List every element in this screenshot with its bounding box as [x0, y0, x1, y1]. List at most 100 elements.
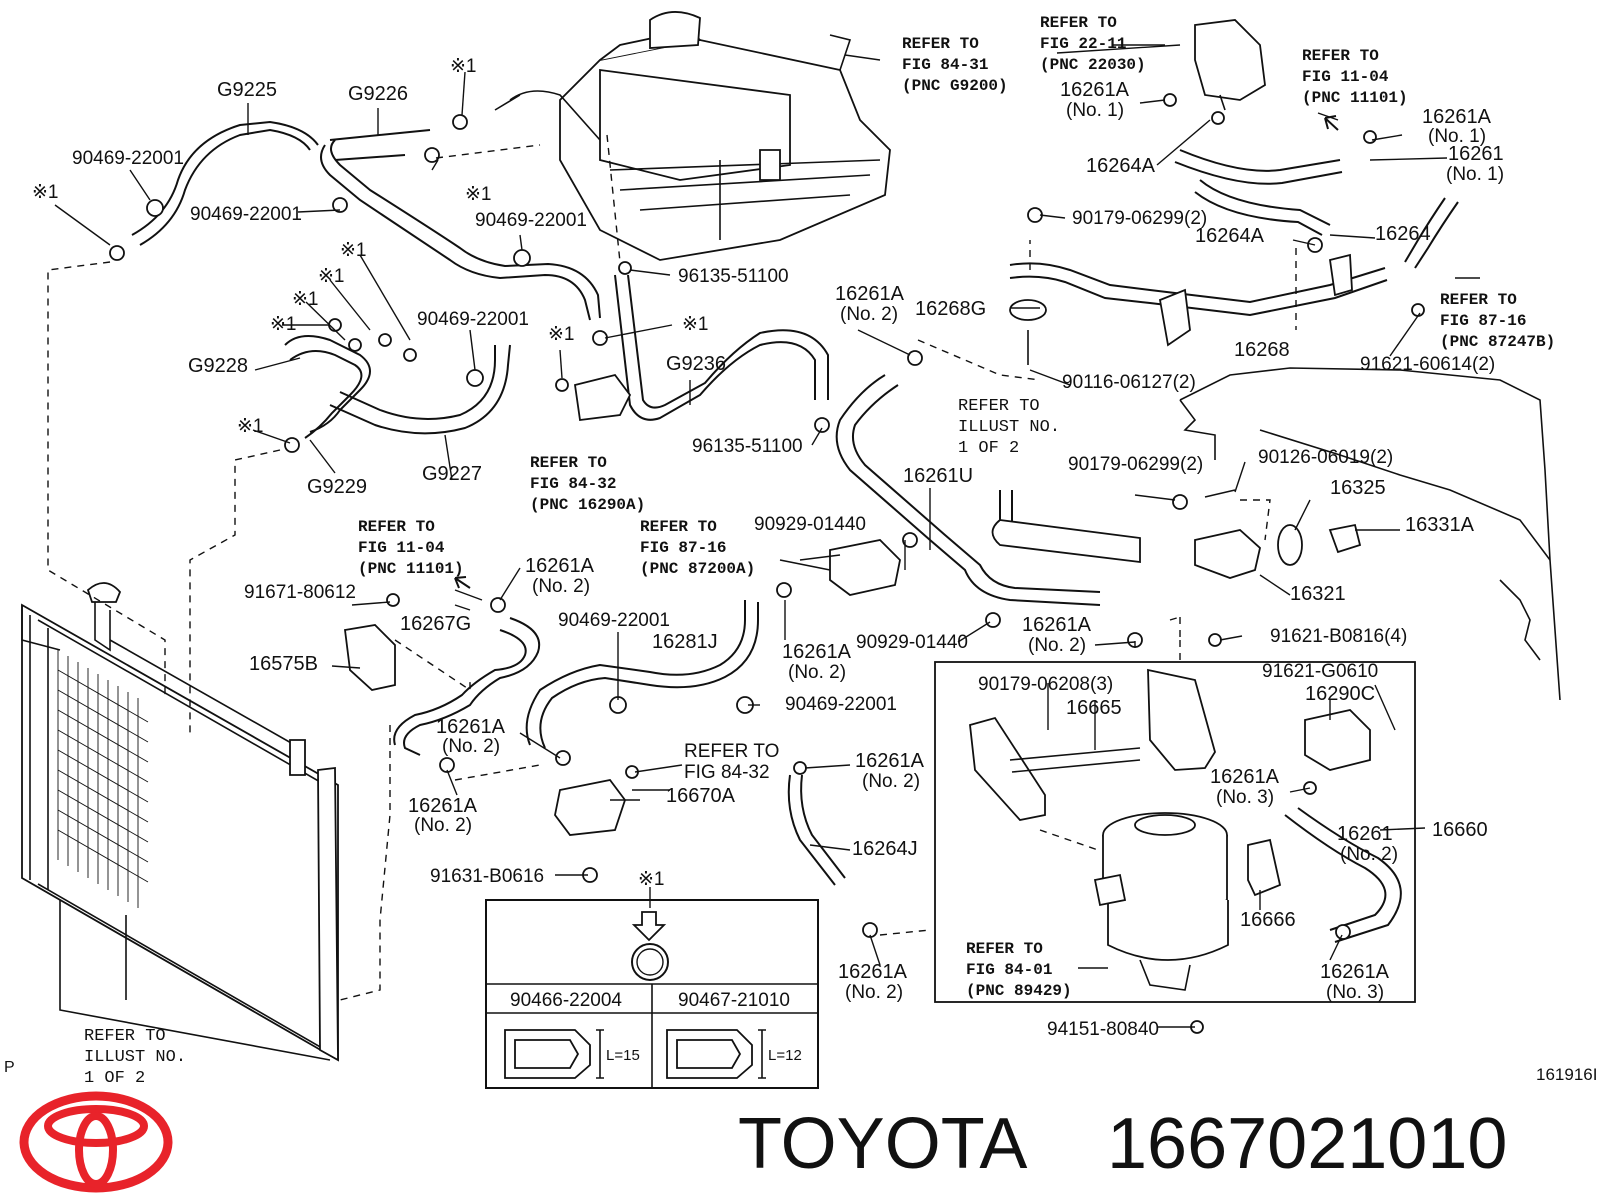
- ref11-l3: 1 OF 2: [84, 1069, 145, 1088]
- reference-dashed-lines: [47, 134, 1297, 1001]
- ref1-l1: REFER TO: [902, 35, 979, 53]
- label-90179-c: 90179-06208(3): [978, 674, 1113, 695]
- toyota-logo: [19, 1091, 173, 1193]
- ref8-l2: FIG 87-16: [640, 539, 726, 557]
- brand-name: TOYOTA: [738, 1104, 1027, 1184]
- label-no2-c: (No. 2): [532, 576, 590, 597]
- label-16264a-2: 16264A: [1195, 225, 1265, 247]
- label-g9226: G9226: [348, 83, 408, 105]
- label-16261a-no1-a: 16261A: [1060, 79, 1130, 101]
- label-16666: 16666: [1240, 909, 1296, 931]
- ref5-l2: ILLUST NO.: [958, 418, 1060, 437]
- ref3-l3: (PNC 11101): [1302, 89, 1408, 107]
- hose-lines: [131, 120, 1459, 943]
- ref1-l2: FIG 84-31: [902, 56, 988, 74]
- label-16261a-no1-b: 16261A: [1422, 106, 1492, 128]
- label-96135-a: 96135-51100: [678, 266, 789, 287]
- label-no3-a: (No. 3): [1216, 787, 1274, 808]
- label-no2-d: (No. 2): [788, 662, 846, 683]
- ref9-l2: FIG 84-32: [684, 762, 770, 783]
- label-90469-b: 90469-22001: [190, 204, 302, 225]
- label-90469-d: 90469-22001: [417, 309, 529, 330]
- label-91621-a: 91621-60614(2): [1360, 354, 1495, 375]
- label-16670a: 16670A: [666, 785, 736, 807]
- label-16261-no2: 16261: [1337, 823, 1393, 845]
- label-91621-b: 91621-B0816(4): [1270, 626, 1407, 647]
- label-16264a-1: 16264A: [1086, 155, 1156, 177]
- label-91671: 91671-80612: [244, 582, 356, 603]
- label-no2-b: (No. 2): [1028, 635, 1086, 656]
- reserve-tank-illustration: [494, 11, 891, 261]
- label-g9236: G9236: [666, 353, 726, 375]
- label-x1-a: ※1: [450, 56, 477, 77]
- label-16261a-no2-c: 16261A: [525, 555, 595, 577]
- leader-lines: [54, 44, 1480, 1028]
- label-x1-d: ※1: [340, 240, 367, 261]
- ref4-l1: REFER TO: [1440, 291, 1517, 309]
- radiator-illustration: [21, 582, 339, 1062]
- label-16281j: 16281J: [652, 631, 718, 653]
- label-x1-f: ※1: [292, 289, 319, 310]
- ref10-l1: REFER TO: [966, 940, 1043, 958]
- label-90469-c: 90469-22001: [475, 210, 587, 231]
- ref8-l1: REFER TO: [640, 518, 717, 536]
- label-no2-f: (No. 2): [414, 815, 472, 836]
- label-no2-h: (No. 2): [845, 982, 903, 1003]
- label-91631: 91631-B0616: [430, 866, 544, 887]
- label-94151: 94151-80840: [1047, 1019, 1159, 1040]
- label-x1-b: ※1: [32, 182, 59, 203]
- label-g9227: G9227: [422, 463, 482, 485]
- ref6-l2: FIG 84-32: [530, 475, 616, 493]
- label-16325: 16325: [1330, 477, 1386, 499]
- part-number: 1667021010: [1107, 1104, 1507, 1184]
- label-16575b: 16575B: [249, 653, 318, 675]
- ref10-l3: (PNC 89429): [966, 982, 1072, 1000]
- corner-mark: P: [4, 1059, 15, 1076]
- label-16261-no1: 16261: [1448, 143, 1504, 165]
- label-16321: 16321: [1290, 583, 1346, 605]
- label-16660: 16660: [1432, 819, 1488, 841]
- label-91621-c: 91621-G0610: [1262, 661, 1378, 682]
- label-90929-b: 90929-01440: [856, 632, 968, 653]
- label-no2-g: (No. 2): [862, 771, 920, 792]
- ref6-l1: REFER TO: [530, 454, 607, 472]
- label-no2-i: (No. 2): [1340, 844, 1398, 865]
- label-96135-b: 96135-51100: [692, 436, 803, 457]
- label-90469-a: 90469-22001: [72, 148, 184, 169]
- label-16331a: 16331A: [1405, 514, 1475, 536]
- ref10-l2: FIG 84-01: [966, 961, 1052, 979]
- label-g9229: G9229: [307, 476, 367, 498]
- label-x1-k: ※1: [638, 869, 665, 890]
- label-16665: 16665: [1066, 697, 1122, 719]
- ref11-l1: REFER TO: [84, 1027, 166, 1046]
- label-x1-e: ※1: [318, 266, 345, 287]
- clip-col2-label: 90467-21010: [678, 990, 790, 1011]
- label-x1-j: ※1: [237, 416, 264, 437]
- clip-len2-label: L=12: [768, 1047, 802, 1064]
- label-16261a-no2-b: 16261A: [1022, 614, 1092, 636]
- label-16261a-no3-a: 16261A: [1210, 766, 1280, 788]
- label-16261a-no2-a: 16261A: [835, 283, 905, 305]
- clip-col1-label: 90466-22004: [510, 990, 622, 1011]
- ref8-l3: (PNC 87200A): [640, 560, 755, 578]
- label-g9225: G9225: [217, 79, 277, 101]
- label-16261a-no2-f: 16261A: [408, 795, 478, 817]
- label-90929-a: 90929-01440: [754, 514, 866, 535]
- label-90116: 90116-06127(2): [1062, 372, 1196, 393]
- label-16261a-no2-d: 16261A: [782, 641, 852, 663]
- ref6-l3: (PNC 16290A): [530, 496, 645, 514]
- part-labels: G9225 G9226 G9228 G9229 G9227 G9236 9046…: [32, 56, 1504, 1040]
- label-no1-b: (No. 1): [1428, 126, 1486, 147]
- ref7-l1: REFER TO: [358, 518, 435, 536]
- ref9-l1: REFER TO: [684, 741, 779, 762]
- clip-table: [485, 899, 819, 1089]
- label-90469-f: 90469-22001: [785, 694, 897, 715]
- ref4-l3: (PNC 87247B): [1440, 333, 1555, 351]
- ref2-l1: REFER TO: [1040, 14, 1117, 32]
- label-x1-h: ※1: [548, 324, 575, 345]
- ref1-l3: (PNC G9200): [902, 77, 1008, 95]
- label-x1-i: ※1: [682, 314, 709, 335]
- label-g9228: G9228: [188, 355, 248, 377]
- label-16264: 16264: [1375, 223, 1431, 245]
